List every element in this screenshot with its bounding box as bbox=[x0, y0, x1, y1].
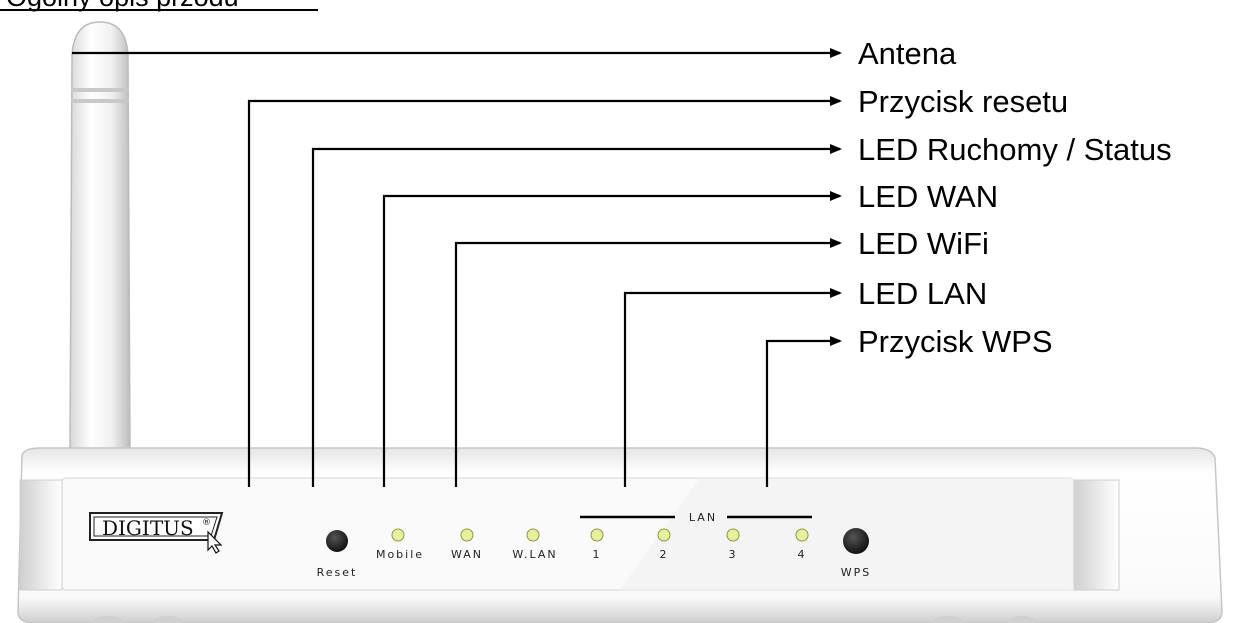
callout-lines bbox=[72, 48, 842, 487]
led-lan-4: 4 bbox=[795, 528, 809, 561]
leader-wps bbox=[765, 336, 842, 487]
led-lan-2: 2 bbox=[657, 528, 671, 561]
callout-antena: Antena bbox=[858, 36, 957, 71]
brand-text: DIGITUS bbox=[102, 516, 194, 540]
callout-wifi-led: LED WiFi bbox=[858, 226, 989, 261]
led-mobile: Mobile bbox=[376, 528, 424, 561]
mobile-label: Mobile bbox=[376, 548, 424, 561]
wlan-label: W.LAN bbox=[512, 548, 557, 561]
led-wlan: W.LAN bbox=[512, 528, 557, 561]
led-lan-3: 3 bbox=[726, 528, 740, 561]
led-wan: WAN bbox=[451, 528, 483, 561]
callout-wps-button: Przycisk WPS bbox=[858, 324, 1053, 359]
callout-labels: Antena Przycisk resetu LED Ruchomy / Sta… bbox=[858, 36, 1172, 359]
lan-group: LAN bbox=[580, 511, 812, 524]
callout-status-led: LED Ruchomy / Status bbox=[858, 132, 1172, 167]
brand-mark: ® bbox=[202, 518, 211, 528]
antenna bbox=[69, 21, 131, 451]
leader-status bbox=[311, 144, 842, 487]
lan-group-label: LAN bbox=[689, 511, 717, 524]
cursor-icon bbox=[207, 530, 223, 554]
reset-label: Reset bbox=[317, 566, 358, 579]
leader-wifi bbox=[454, 238, 842, 487]
lan-4-label: 4 bbox=[798, 548, 807, 561]
callout-reset-button: Przycisk resetu bbox=[858, 84, 1068, 119]
callout-wan-led: LED WAN bbox=[858, 179, 998, 214]
digitus-logo: DIGITUS ® bbox=[89, 512, 224, 554]
leader-lan bbox=[623, 288, 842, 487]
lan-3-label: 3 bbox=[729, 548, 738, 561]
wps-button[interactable]: WPS bbox=[841, 528, 872, 579]
leader-reset bbox=[247, 96, 842, 487]
led-lan-1: 1 bbox=[590, 528, 604, 561]
callout-lan-led: LED LAN bbox=[858, 276, 987, 311]
wan-label: WAN bbox=[451, 548, 483, 561]
lan-1-label: 1 bbox=[593, 548, 602, 561]
wps-label: WPS bbox=[841, 566, 872, 579]
reset-button[interactable]: Reset bbox=[317, 530, 358, 579]
lan-2-label: 2 bbox=[660, 548, 669, 561]
leader-wan bbox=[382, 191, 842, 487]
router-body bbox=[17, 447, 1223, 623]
cutoff-heading: Ogólny opis przodu bbox=[0, 0, 318, 12]
